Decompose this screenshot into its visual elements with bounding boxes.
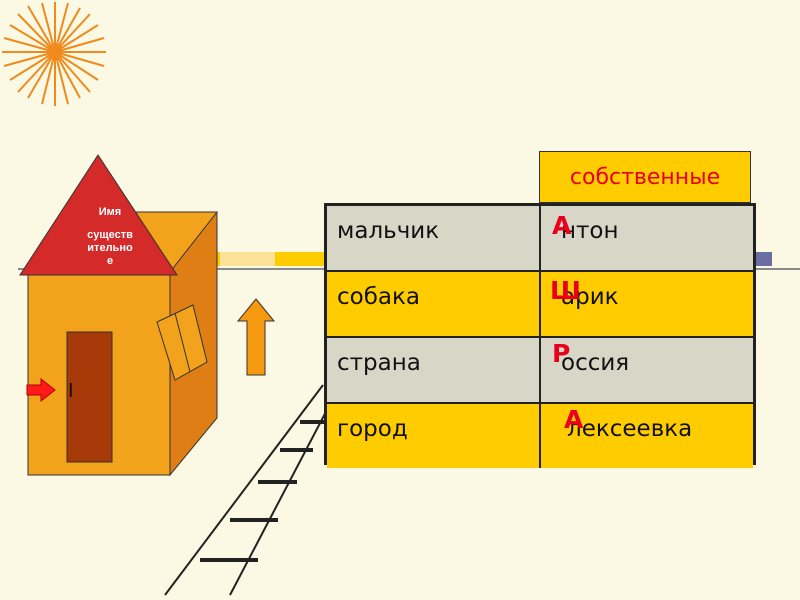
red-arrow-icon[interactable] [26,378,56,402]
common-noun-cell: собака [327,272,541,336]
common-noun-cell: мальчик [327,206,541,270]
roof-label: Имя существ ительно е [87,206,133,267]
railway-track [164,384,341,596]
decorative-band-segment [756,252,772,266]
up-arrow-icon[interactable] [236,297,276,377]
row-divider [327,270,753,272]
common-noun-cell: город [327,404,541,468]
row-divider [327,336,753,338]
proper-noun-cell: нтон [541,206,753,270]
proper-noun-cell: оссия [541,338,753,402]
decorative-band-segment [275,252,325,266]
capital-letter[interactable]: Р [552,339,571,368]
house-illustration [19,154,219,477]
table-row: мальчик нтон [327,206,753,270]
capital-letter[interactable]: А [564,405,584,434]
door-label: I [68,380,74,402]
table-row: страна оссия [327,338,753,402]
noun-table: мальчик нтон собака арик страна оссия го… [324,203,756,468]
table-row: город лексеевка [327,404,753,468]
capital-letter[interactable]: А [552,211,572,240]
proper-nouns-header: собственные [539,151,751,203]
row-divider [327,402,753,404]
proper-noun-cell: арик [541,272,753,336]
decorative-band-segment [220,252,280,266]
table-row: собака арик [327,272,753,336]
proper-noun-cell: лексеевка [541,404,753,468]
sun-icon [2,2,106,106]
capital-letter[interactable]: Ш [550,276,581,305]
common-noun-cell: страна [327,338,541,402]
